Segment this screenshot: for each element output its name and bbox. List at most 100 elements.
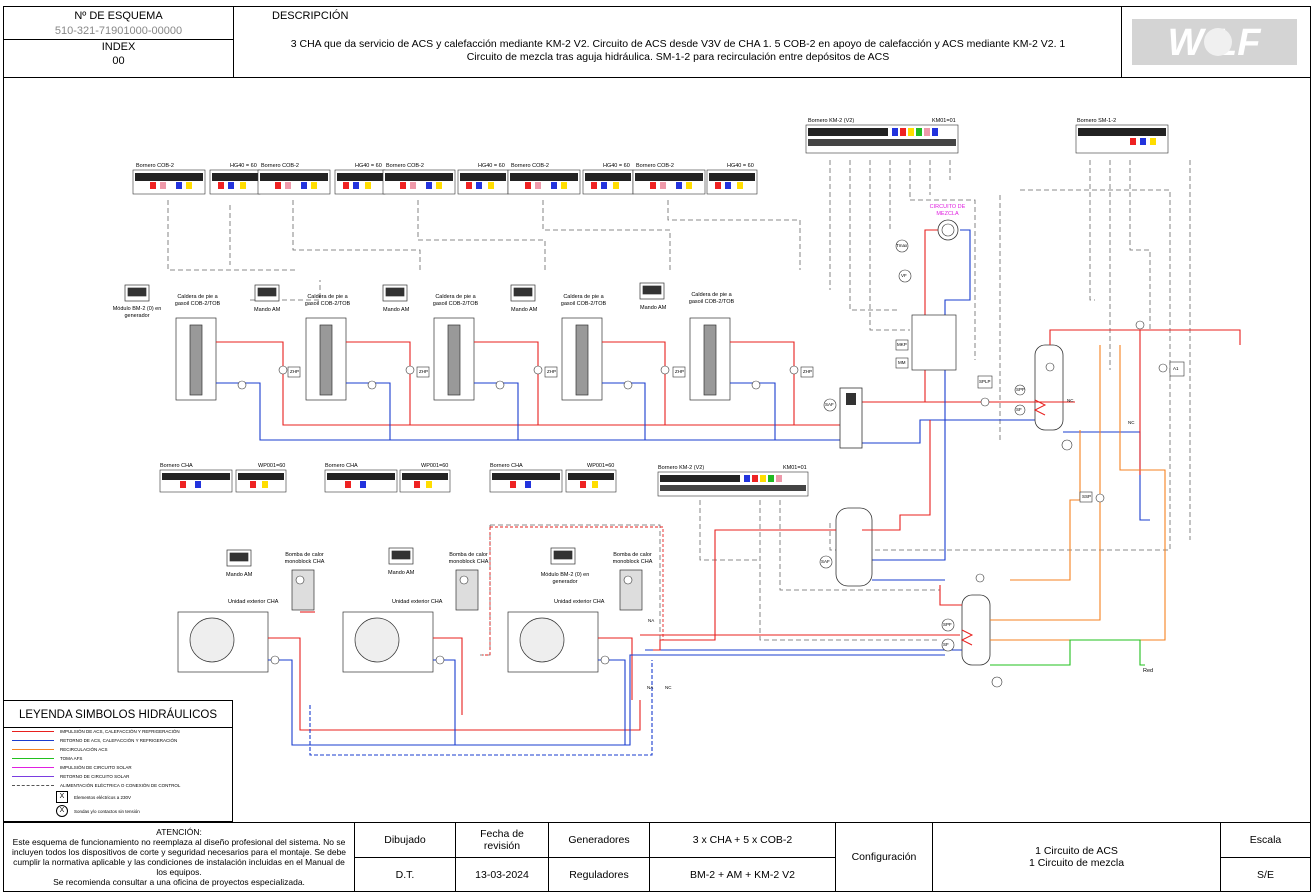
terminal-cob-label-1: Bornero COB-2 [136,163,174,169]
legend-item: RETORNO DE ACS, CALEFACCIÓN Y REFRIGERAC… [12,736,227,745]
drawn-value: D.T. [395,868,415,881]
hydraulic-separator [839,387,863,449]
mixing-valve-group [911,314,957,371]
a1-label: A1 [1173,366,1179,371]
legend-item: ALIMENTACIÓN ELÉCTRICA O CONEXIÓN DE CON… [12,781,227,790]
terminal-cha-label-2: Bornero CHA [325,463,358,469]
outdoor-unit-label-3: Unidad exterior CHA [554,599,605,605]
scale-label: Escala [1249,834,1282,846]
scheme-label: Nº DE ESQUEMA [74,10,163,22]
spf-label-1: SPF [1016,387,1025,392]
attention-note: Se recomienda consultar a una oficina de… [53,877,305,887]
terminal-hg-label-1: HG40 = 60 [230,163,257,169]
terminal-cob-label-2: Bornero COB-2 [261,163,299,169]
generators-label: Generadores [568,834,630,846]
valve-symbols [237,239,1168,688]
generators-value: 3 x CHA + 5 x COB-2 [692,834,793,846]
scale-value: S/E [1257,868,1274,881]
wp001-label-2: WP001=60 [421,463,449,469]
configuration-value: 1 Circuito de ACS 1 Circuito de mezcla [933,823,1220,891]
legend-item: RETORNO DE CIRCUITO SOLAR [12,772,227,781]
description-line2: Circuito de mezcla tras aguja hidráulica… [466,51,890,63]
outdoor-unit-label-1: Unidad exterior CHA [228,599,279,605]
scheme-number: 510-321-71901000-00000 [54,25,183,37]
am-label-2: Mando AM [383,307,410,313]
vf-label: VF [901,273,907,278]
configuration-label: Configuración [851,851,917,863]
saf-label-2: SAF [821,559,830,564]
legend-item: X Elementos eléctricos a 230V [12,791,227,803]
configuration-line2: 1 Circuito de mezcla [1028,857,1125,869]
ssp-label: SSP [1082,494,1092,499]
boiler-label-1: Caldera de pie a gasoil COB-2/TOB [174,294,221,307]
legend-item: RECIRCULACIÓN ACS [12,745,227,754]
km01-top-label: KM01=01 [932,118,956,124]
zhp-label-5: ZHP [803,369,812,374]
description-block: DESCRIPCIÓN 3 CHA que da servicio de ACS… [234,7,1122,77]
am-label-3: Mando AM [511,307,538,313]
sensor-boxes [287,339,1185,503]
heatpump-label-1: Bomba de calor monoblock CHA [284,552,325,565]
dhw-tanks [835,344,1064,666]
index-value: 00 [112,55,125,67]
sf-label: SF [1016,407,1022,412]
boilers [175,317,731,401]
bm2-label-bottom: Módulo BM-2 (0) en generador [540,572,590,585]
zhp-label-2: ZHP [419,369,428,374]
boiler-label-2: Caldera de pie a gasoil COB-2/TOB [304,294,351,307]
attention-text: Este esquema de funcionamiento no reempl… [11,837,347,877]
wp001-label-1: WP001=60 [258,463,286,469]
wolf-logo: W LF [1122,7,1310,77]
saf-label-1: SAF [825,402,834,407]
revision-value: 13-03-2024 [475,868,529,881]
drawn-label: Dibujado [384,834,426,846]
terminal-hg-label-2: HG40 = 60 [355,163,382,169]
terminal-cha-label-3: Bornero CHA [490,463,523,469]
mixing-circuit-radiator [937,219,959,241]
heatpump-pipes [268,529,962,756]
tmax-label: Tmax [896,243,908,248]
na-label-2: NA [647,685,654,690]
revision-label: Fecha de revisión [480,828,524,852]
terminal-hg-label-4: HG40 = 60 [603,163,630,169]
index-label: INDEX [101,41,136,53]
legend-item: IMPULSIÓN DE ACS, CALEFACCIÓN Y REFRIGER… [12,727,227,736]
control-wiring [167,160,1191,656]
legend-item: IMPULSIÓN DE CIRCUITO SOLAR [12,763,227,772]
title-block-header: Nº DE ESQUEMA 510-321-71901000-00000 IND… [3,6,1311,78]
boiler-label-3: Caldera de pie a gasoil COB-2/TOB [432,294,479,307]
terminal-km2-top-label: Bornero KM-2 (V2) [808,118,855,124]
terminal-sm-label: Bornero SM-1-2 [1077,118,1117,124]
outdoor-unit-label-2: Unidad exterior CHA [392,599,443,605]
am-label-5: Mando AM [226,572,253,578]
mm-label: MM [898,360,906,365]
am-controllers [124,282,665,567]
am-label-6: Mando AM [388,570,415,576]
dhw-pipes [862,329,1241,666]
wolf-logo-graphic: W LF [1132,19,1297,65]
description-line1: 3 CHA que da servicio de ACS y calefacci… [290,38,1066,50]
legend-item: TOMA AFS [12,754,227,763]
mixing-circuit-pipes [870,229,971,561]
bm2-label-top: Módulo BM-2 (0) en generador [112,306,162,319]
legend-title: LEYENDA SIMBOLOS HIDRÁULICOS [4,701,232,728]
boiler-pipes [216,341,1035,444]
boiler-label-4: Caldera de pie a gasoil COB-2/TOB [560,294,607,307]
attention-title: ATENCIÓN: [156,827,202,837]
terminal-cha-label-1: Bornero CHA [160,463,193,469]
zhp-label-4: ZHP [675,369,684,374]
outdoor-units [177,611,599,673]
am-label-4: Mando AM [640,305,667,311]
configuration-line1: 1 Circuito de ACS [1035,845,1118,857]
na-label-1: NA [648,618,655,623]
scheme-block: Nº DE ESQUEMA 510-321-71901000-00000 IND… [4,7,234,77]
electric-230v-icon: X [56,791,68,803]
red-dashed-loop [482,526,664,656]
zhp-label-3: ZHP [547,369,556,374]
wp001-label-3: WP001=60 [587,463,615,469]
red-label: Red [1143,668,1154,674]
terminal-cob-label-4: Bornero COB-2 [511,163,549,169]
terminal-hg-label-5: HG40 = 60 [727,163,754,169]
nc-label-3: NC [665,685,672,690]
regulators-label: Reguladores [569,868,629,881]
